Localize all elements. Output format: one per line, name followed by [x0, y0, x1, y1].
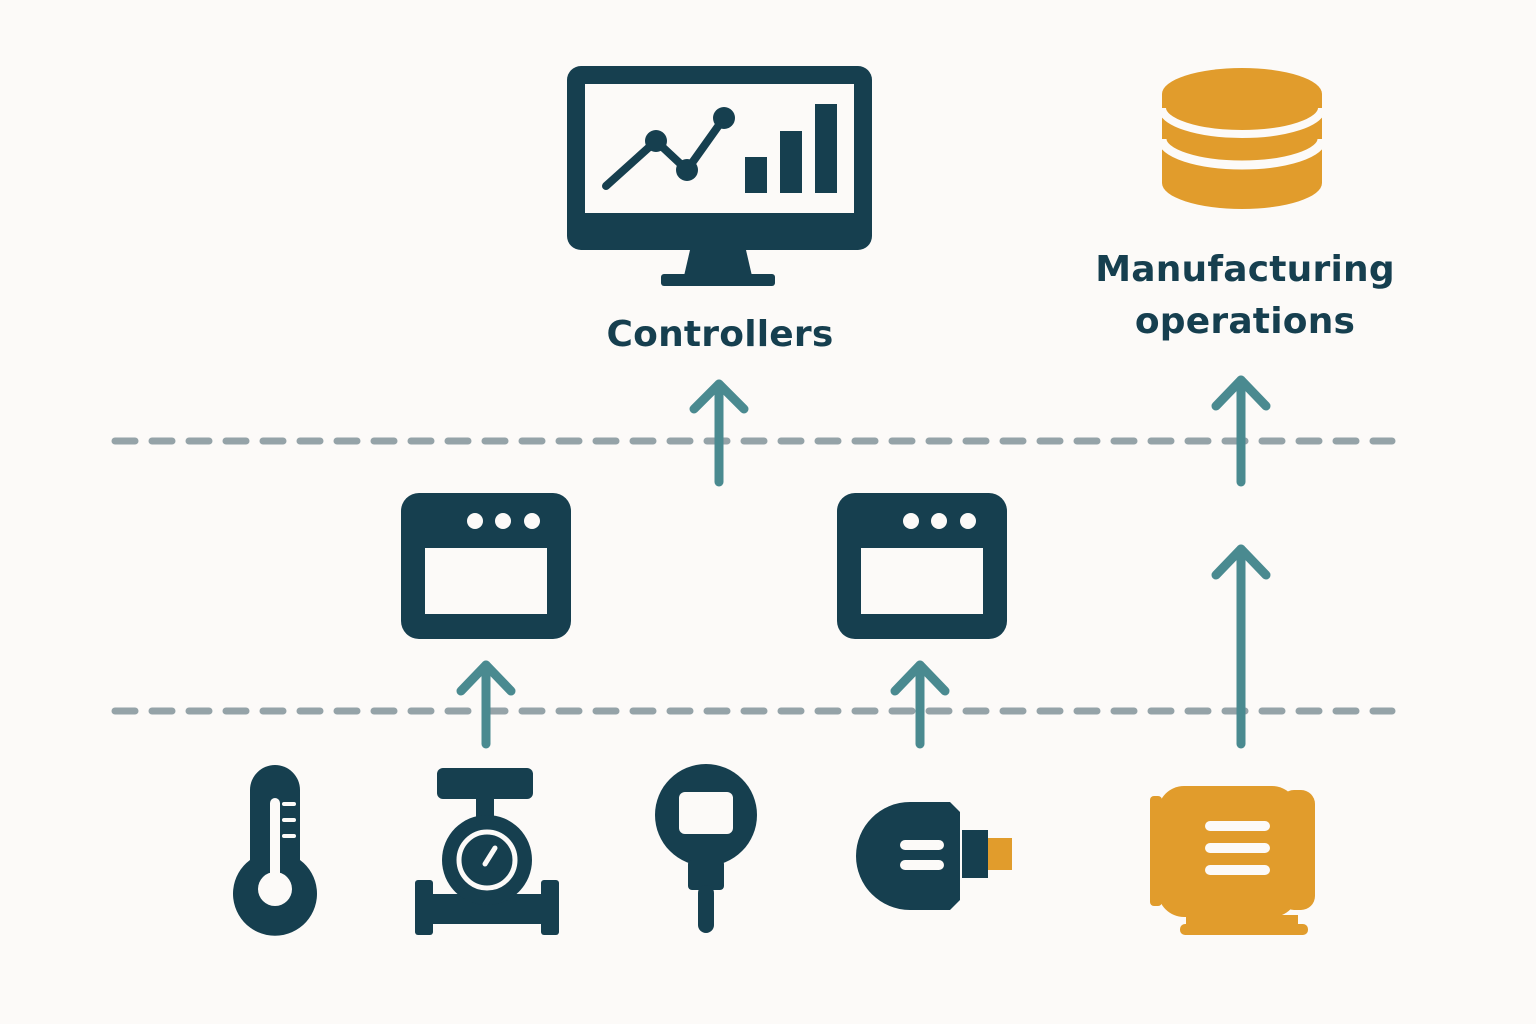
- arrow-up-icon: [1211, 375, 1271, 487]
- manufacturing-label-line2: operations: [1134, 301, 1356, 342]
- pump-motor-icon: [1150, 786, 1315, 935]
- controller-window-icon: [401, 493, 571, 639]
- monitor-chart-icon: [567, 66, 872, 286]
- valve-gauge-icon: [415, 768, 559, 935]
- database-icon: [1157, 68, 1327, 209]
- arrow-up-icon: [890, 660, 950, 749]
- arrow-up-icon: [1211, 544, 1271, 749]
- manufacturing-label-line1: Manufacturing: [1095, 249, 1395, 290]
- thermometer-icon: [233, 765, 318, 936]
- motor-icon: [856, 802, 1012, 910]
- pressure-sensor-icon: [655, 764, 757, 933]
- controller-window-icon: [837, 493, 1007, 639]
- manufacturing-operations-label: Manufacturing operations: [1060, 244, 1430, 348]
- arrow-up-icon: [689, 379, 749, 487]
- arrow-up-icon: [456, 660, 516, 749]
- controllers-label: Controllers: [606, 314, 834, 355]
